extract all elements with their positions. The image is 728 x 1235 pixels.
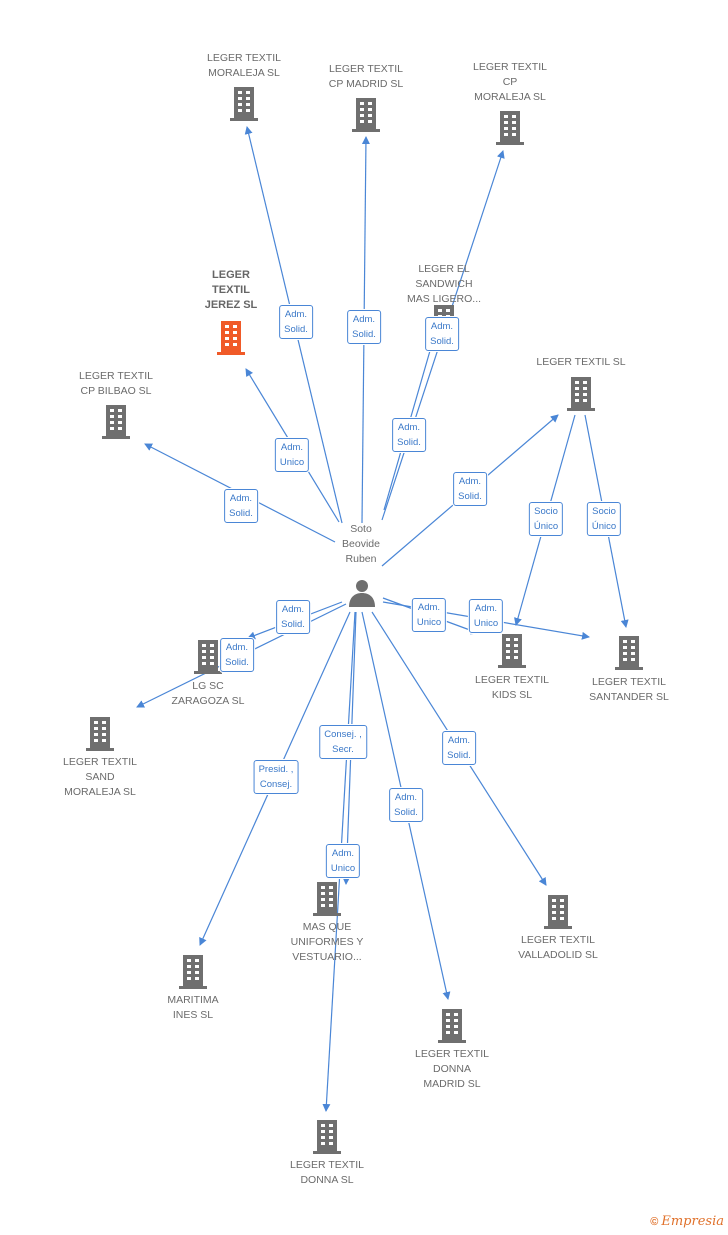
building-icon[interactable] [566, 377, 596, 416]
building-icon[interactable] [193, 640, 223, 679]
company-label-n8[interactable]: LG SC ZARAGOZA SL [171, 680, 245, 707]
relation-label[interactable]: Adm. Solid. [276, 600, 310, 634]
relation-label[interactable]: Adm. Unico [274, 438, 310, 472]
relation-label[interactable]: Adm. Solid. [453, 472, 487, 506]
company-label-n3[interactable]: LEGER TEXTIL CP MORALEJA SL [473, 61, 547, 103]
building-icon[interactable] [312, 882, 342, 921]
copyright-icon: © [650, 1216, 659, 1228]
relation-label[interactable]: Adm. Solid. [392, 418, 426, 452]
company-label-n16[interactable]: LEGER TEXTIL DONNA SL [290, 1159, 364, 1186]
relation-label[interactable]: Adm. Solid. [442, 731, 476, 765]
building-icon[interactable] [85, 717, 115, 756]
building-icon[interactable] [351, 98, 381, 137]
relation-label[interactable]: Socio Único [528, 502, 564, 536]
relation-label[interactable]: Adm. Solid. [220, 638, 254, 672]
building-icon[interactable] [497, 634, 527, 673]
company-label-n12[interactable]: MAS QUE UNIFORMES Y VESTUARIO... [290, 921, 364, 963]
company-label-n7[interactable]: LEGER TEXTIL CP BILBAO SL [79, 370, 153, 397]
relation-label[interactable]: Presid. , Consej. [253, 760, 299, 794]
relation-label[interactable]: Adm. Solid. [347, 310, 381, 344]
company-label-n6[interactable]: LEGER TEXTIL SL [536, 356, 626, 368]
brand-name: Empresia [661, 1214, 724, 1229]
company-label-n1[interactable]: LEGER TEXTIL MORALEJA SL [207, 52, 281, 79]
relation-label[interactable]: Consej. , Secr. [319, 725, 367, 759]
relation-label[interactable]: Adm. Solid. [279, 305, 313, 339]
relation-label[interactable]: Adm. Solid. [224, 489, 258, 523]
company-label-n2[interactable]: LEGER TEXTIL CP MADRID SL [328, 63, 404, 90]
brand-footer[interactable]: © Empresia [650, 1214, 724, 1229]
relation-label[interactable]: Adm. Solid. [425, 317, 459, 351]
company-label-n11[interactable]: LEGER TEXTIL SANTANDER SL [589, 676, 669, 703]
company-label-n5[interactable]: LEGER EL SANDWICH MAS LIGERO... [406, 263, 482, 305]
person-label[interactable]: Soto Beovide Ruben [342, 523, 380, 565]
building-icon[interactable] [614, 636, 644, 675]
building-icon[interactable] [495, 111, 525, 150]
relation-label[interactable]: Adm. Unico [411, 598, 447, 632]
building-icon[interactable] [437, 1009, 467, 1048]
building-icon[interactable] [101, 405, 131, 444]
company-label-n14[interactable]: MARITIMA INES SL [167, 994, 219, 1021]
building-icon[interactable] [178, 955, 208, 994]
company-label-n15[interactable]: LEGER TEXTIL DONNA MADRID SL [415, 1048, 489, 1090]
company-label-n4[interactable]: LEGER TEXTIL JEREZ SL [204, 269, 258, 311]
person-icon[interactable] [347, 578, 377, 613]
building-icon[interactable] [229, 87, 259, 126]
relation-label[interactable]: Adm. Unico [468, 599, 504, 633]
relation-label[interactable]: Adm. Solid. [389, 788, 423, 822]
building-icon[interactable] [543, 895, 573, 934]
relation-label[interactable]: Adm. Unico [325, 844, 361, 878]
company-label-n9[interactable]: LEGER TEXTIL SAND MORALEJA SL [63, 756, 137, 798]
building-icon[interactable] [216, 321, 246, 360]
building-icon[interactable] [312, 1120, 342, 1159]
company-label-n13[interactable]: LEGER TEXTIL VALLADOLID SL [518, 934, 598, 961]
relation-label[interactable]: Socio Único [586, 502, 622, 536]
company-label-n10[interactable]: LEGER TEXTIL KIDS SL [475, 674, 549, 701]
